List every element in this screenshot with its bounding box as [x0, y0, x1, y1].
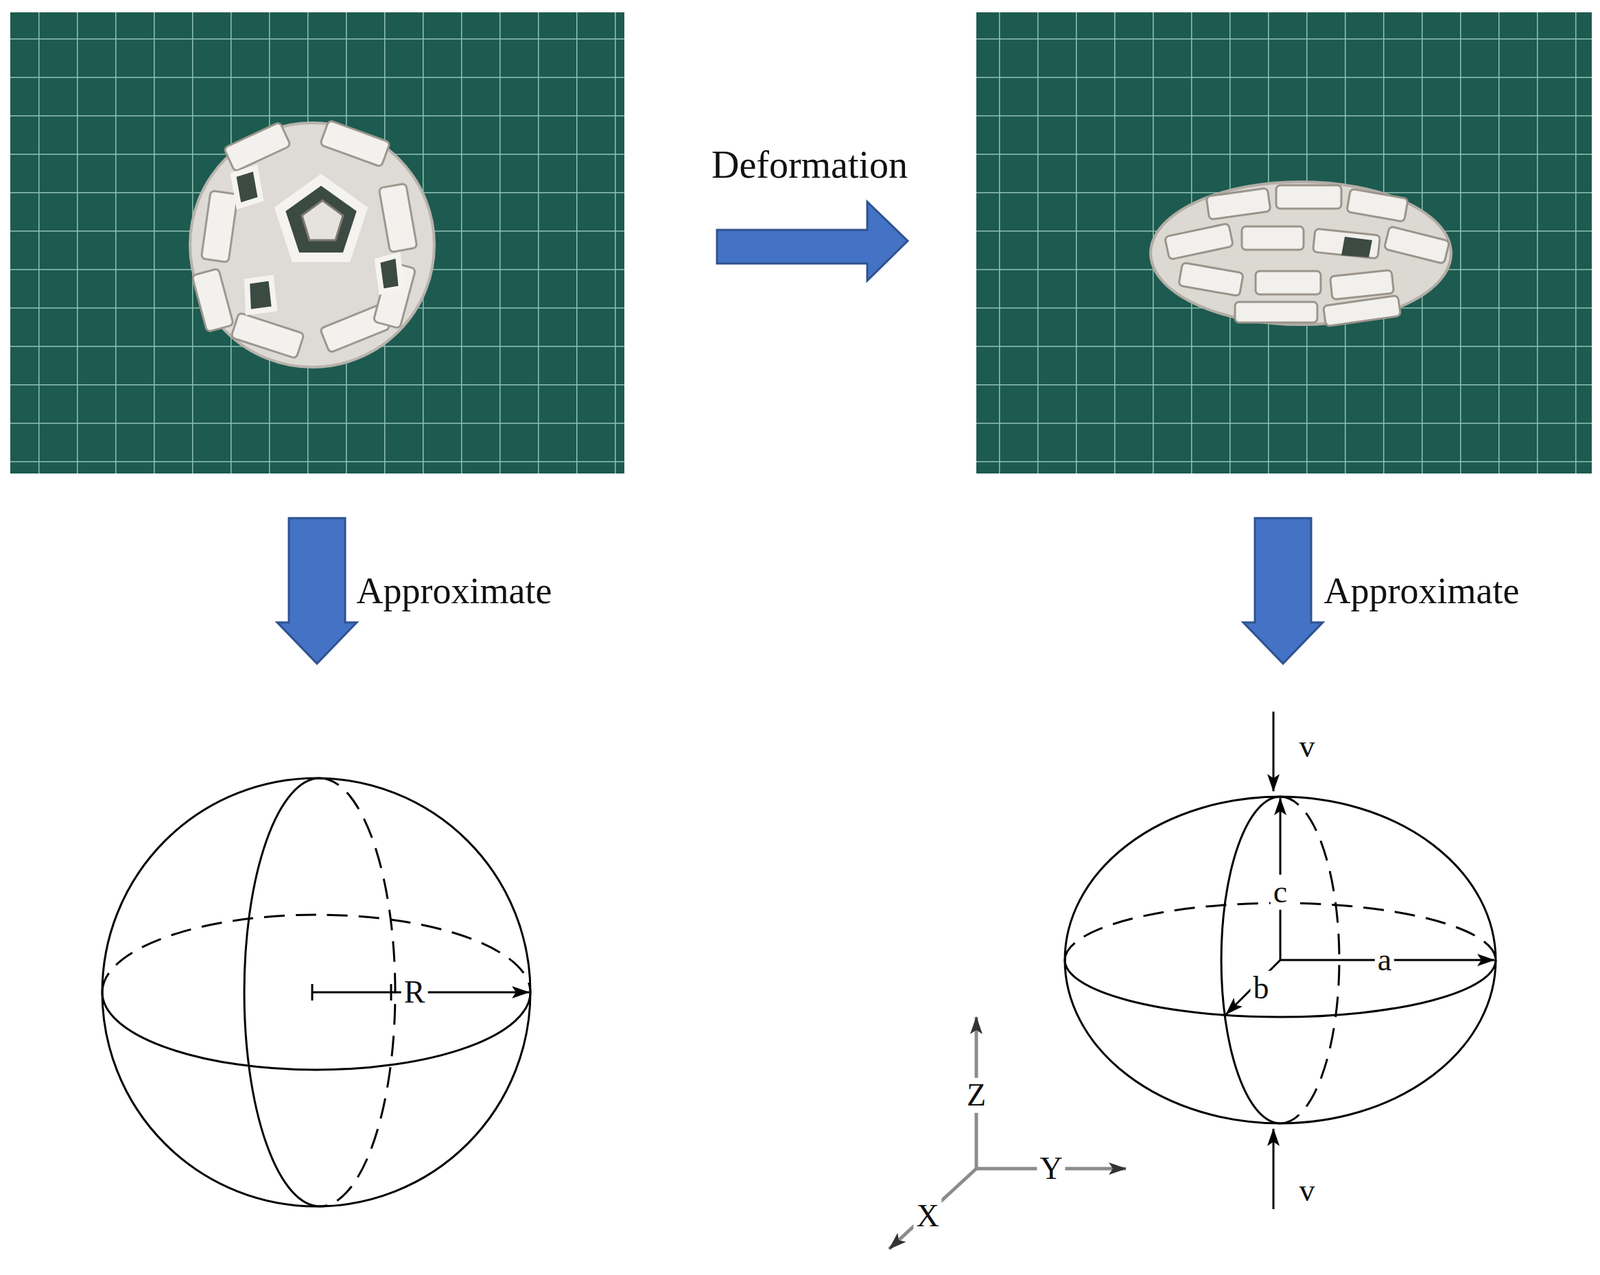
semi-axis-label: b	[1250, 970, 1273, 1006]
radius-label: R	[401, 974, 429, 1010]
coordinate-axes	[889, 1016, 1126, 1249]
load-label: v	[1299, 1173, 1316, 1209]
axis-label: Z	[963, 1077, 989, 1113]
sphere-drawing	[102, 778, 531, 1207]
block-arrow	[716, 201, 908, 281]
arrow-label: Approximate	[356, 570, 553, 612]
block-arrow	[277, 518, 357, 664]
ellipsoid-drawing	[1064, 711, 1496, 1209]
photo-ellipsoid-origami	[976, 12, 1592, 474]
axis-label: X	[913, 1198, 942, 1234]
arrow-label: Deformation	[711, 144, 908, 187]
axis-label: Y	[1036, 1151, 1065, 1187]
semi-axis-label: a	[1374, 942, 1395, 978]
arrow-label: Approximate	[1324, 570, 1520, 612]
photo-sphere-origami	[10, 12, 625, 474]
semi-axis-label: c	[1270, 874, 1290, 910]
load-label: v	[1299, 729, 1316, 765]
block-arrow	[1243, 518, 1323, 664]
